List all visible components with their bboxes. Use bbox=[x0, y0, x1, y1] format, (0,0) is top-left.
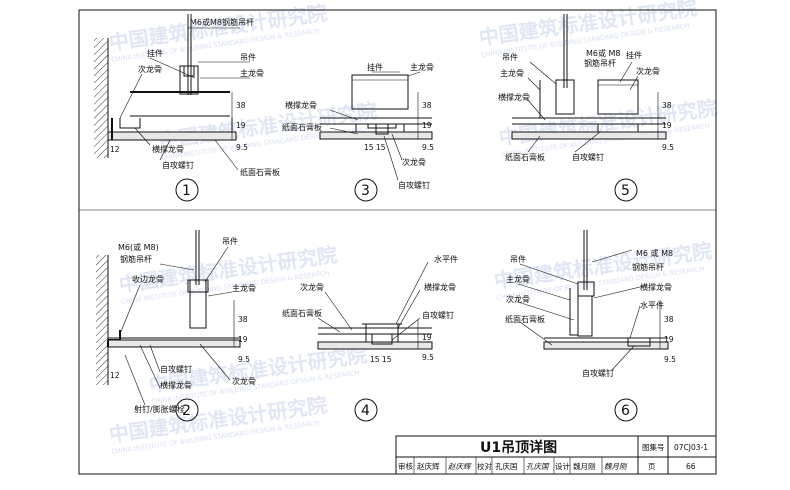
label-nail-bolt: 射钉/膨胀螺栓 bbox=[134, 404, 185, 414]
label-tapping-screw: 自攻螺钉 bbox=[582, 368, 614, 378]
label-tapping-screw: 自攻螺钉 bbox=[572, 152, 604, 162]
designer-name: 魏月刚 bbox=[573, 461, 596, 471]
label-edge-keel: 收边龙骨 bbox=[132, 274, 164, 284]
detail-6: 38 19 9.5 吊件 主龙骨 次龙骨 纸面石膏板 M6 或 M8 钢筋吊杆 … bbox=[505, 230, 676, 422]
review-label: 审核 bbox=[398, 461, 413, 471]
label-cross-keel: 横撑龙骨 bbox=[424, 282, 456, 292]
designer-signature: 魏月刚 bbox=[604, 462, 628, 471]
dim-15-15: 15 15 bbox=[364, 143, 386, 152]
label-gypsum-board: 纸面石膏板 bbox=[282, 122, 322, 132]
reviewer-signature: 赵庆辉 bbox=[448, 462, 472, 471]
page-label: 页 bbox=[648, 462, 656, 471]
wall-hatch bbox=[94, 38, 108, 158]
label-cross-keel: 横撑龙骨 bbox=[498, 92, 530, 102]
dim-38: 38 bbox=[664, 315, 674, 324]
label-main-keel: 主龙骨 bbox=[506, 274, 530, 284]
wall-hatch bbox=[96, 255, 108, 385]
detail-number-6: 6 bbox=[621, 403, 630, 419]
dim-15-15: 15 15 bbox=[370, 355, 392, 364]
detail-number-3: 3 bbox=[361, 183, 370, 199]
atlas-number: 07CJ03-1 bbox=[674, 443, 708, 452]
label-secondary-keel: 次龙骨 bbox=[506, 294, 530, 304]
dim-19: 19 bbox=[662, 121, 672, 130]
dim-9-5: 9.5 bbox=[664, 355, 676, 364]
label-tapping-screw: 自攻螺钉 bbox=[398, 180, 430, 190]
design-label: 设计 bbox=[555, 461, 570, 471]
detail-3: 38 19 9.5 15 15 挂件 主龙骨 横撑龙骨 纸面石膏板 次龙骨 自攻… bbox=[282, 62, 434, 202]
label-steel-rod: M6或M8钢筋吊杆 bbox=[190, 17, 254, 27]
atlas-label: 图集号 bbox=[642, 442, 665, 452]
label-tapping-screw: 自攻螺钉 bbox=[162, 160, 194, 170]
dim-9-5: 9.5 bbox=[236, 143, 248, 152]
title-block: U1吊顶详图 图集号 07CJ03-1 审核 赵庆辉 赵庆辉 校对 孔庆国 孔庆… bbox=[395, 435, 717, 475]
label-secondary-keel: 次龙骨 bbox=[402, 157, 426, 167]
dim-19: 19 bbox=[238, 335, 248, 344]
dim-19: 19 bbox=[664, 335, 674, 344]
label-hanger: 吊件 bbox=[240, 52, 256, 62]
checker-name: 孔庆国 bbox=[495, 461, 518, 471]
check-label: 校对 bbox=[477, 461, 492, 471]
label-main-keel: 主龙骨 bbox=[500, 68, 524, 78]
dim-12: 12 bbox=[110, 371, 120, 380]
label-clip: 挂件 bbox=[367, 62, 383, 72]
dim-38: 38 bbox=[238, 315, 248, 324]
label-secondary-keel: 次龙骨 bbox=[232, 376, 256, 386]
dim-9-5: 9.5 bbox=[662, 143, 674, 152]
dim-9-5: 9.5 bbox=[238, 355, 250, 364]
label-rod-size: M6(或 M8) bbox=[118, 242, 159, 252]
label-clip: 挂件 bbox=[626, 50, 642, 60]
label-secondary-keel: 次龙骨 bbox=[300, 282, 324, 292]
reviewer-name: 赵庆辉 bbox=[417, 461, 440, 471]
label-cross-keel: 横撑龙骨 bbox=[152, 144, 184, 154]
detail-4: 19 9.5 15 15 次龙骨 纸面石膏板 水平件 横撑龙骨 自攻螺钉 4 bbox=[282, 254, 458, 422]
dim-19: 19 bbox=[236, 121, 246, 130]
page-number: 66 bbox=[686, 462, 696, 471]
label-steel-rod: 钢筋吊杆 bbox=[584, 58, 616, 68]
dim-38: 38 bbox=[236, 101, 246, 110]
detail-number-4: 4 bbox=[361, 403, 370, 419]
label-main-keel: 主龙骨 bbox=[240, 68, 264, 78]
label-hanger: 吊件 bbox=[502, 52, 518, 62]
label-gypsum-board: 纸面石膏板 bbox=[505, 314, 545, 324]
dim-38: 38 bbox=[422, 101, 432, 110]
label-hanger: 吊件 bbox=[510, 254, 526, 264]
dim-19: 19 bbox=[422, 333, 432, 342]
dim-38: 38 bbox=[662, 101, 672, 110]
checker-signature: 孔庆国 bbox=[526, 462, 550, 471]
dim-19: 19 bbox=[422, 121, 432, 130]
label-rod-size: M6或 M8 bbox=[586, 48, 621, 58]
dim-9-5: 9.5 bbox=[422, 353, 434, 362]
detail-2: 38 19 9.5 12 M6(或 M8) 钢筋吊杆 吊件 主龙骨 收边龙骨 自… bbox=[96, 230, 256, 422]
label-cross-keel: 横撑龙骨 bbox=[285, 100, 317, 110]
detail-number-2: 2 bbox=[182, 403, 191, 419]
label-tapping-screw: 自攻螺钉 bbox=[422, 310, 454, 320]
label-gypsum-board: 纸面石膏板 bbox=[505, 152, 545, 162]
detail-1: 38 19 9.5 12 M6或M8钢筋吊杆 吊件 主龙骨 挂件 次龙骨 横撑龙… bbox=[94, 14, 280, 202]
label-steel-rod: 钢筋吊杆 bbox=[120, 254, 152, 264]
detail-5: 38 19 9.5 吊件 主龙骨 横撑龙骨 纸面石膏板 自攻螺钉 M6或 M8 … bbox=[498, 14, 674, 202]
label-secondary-keel: 次龙骨 bbox=[636, 66, 660, 76]
label-main-keel: 主龙骨 bbox=[410, 62, 434, 72]
label-rod-size: M6 或 M8 bbox=[636, 248, 673, 258]
label-gypsum-board: 纸面石膏板 bbox=[282, 308, 322, 318]
label-hanger: 吊件 bbox=[222, 236, 238, 246]
label-tapping-screw: 自攻螺钉 bbox=[160, 364, 192, 374]
dim-9-5: 9.5 bbox=[422, 143, 434, 152]
label-steel-rod: 钢筋吊杆 bbox=[632, 262, 664, 272]
sheet-title: U1吊顶详图 bbox=[480, 439, 557, 456]
label-gypsum-board: 纸面石膏板 bbox=[240, 167, 280, 177]
label-horizontal-piece: 水平件 bbox=[640, 300, 664, 310]
dim-12: 12 bbox=[110, 145, 120, 154]
label-cross-keel: 横撑龙骨 bbox=[160, 380, 192, 390]
label-cross-keel: 横撑龙骨 bbox=[640, 282, 672, 292]
label-secondary-keel: 次龙骨 bbox=[138, 64, 162, 74]
detail-number-5: 5 bbox=[621, 183, 630, 199]
label-main-keel: 主龙骨 bbox=[232, 283, 256, 293]
detail-number-1: 1 bbox=[182, 183, 191, 199]
label-horizontal-piece: 水平件 bbox=[434, 254, 458, 264]
label-clip: 挂件 bbox=[147, 48, 163, 58]
